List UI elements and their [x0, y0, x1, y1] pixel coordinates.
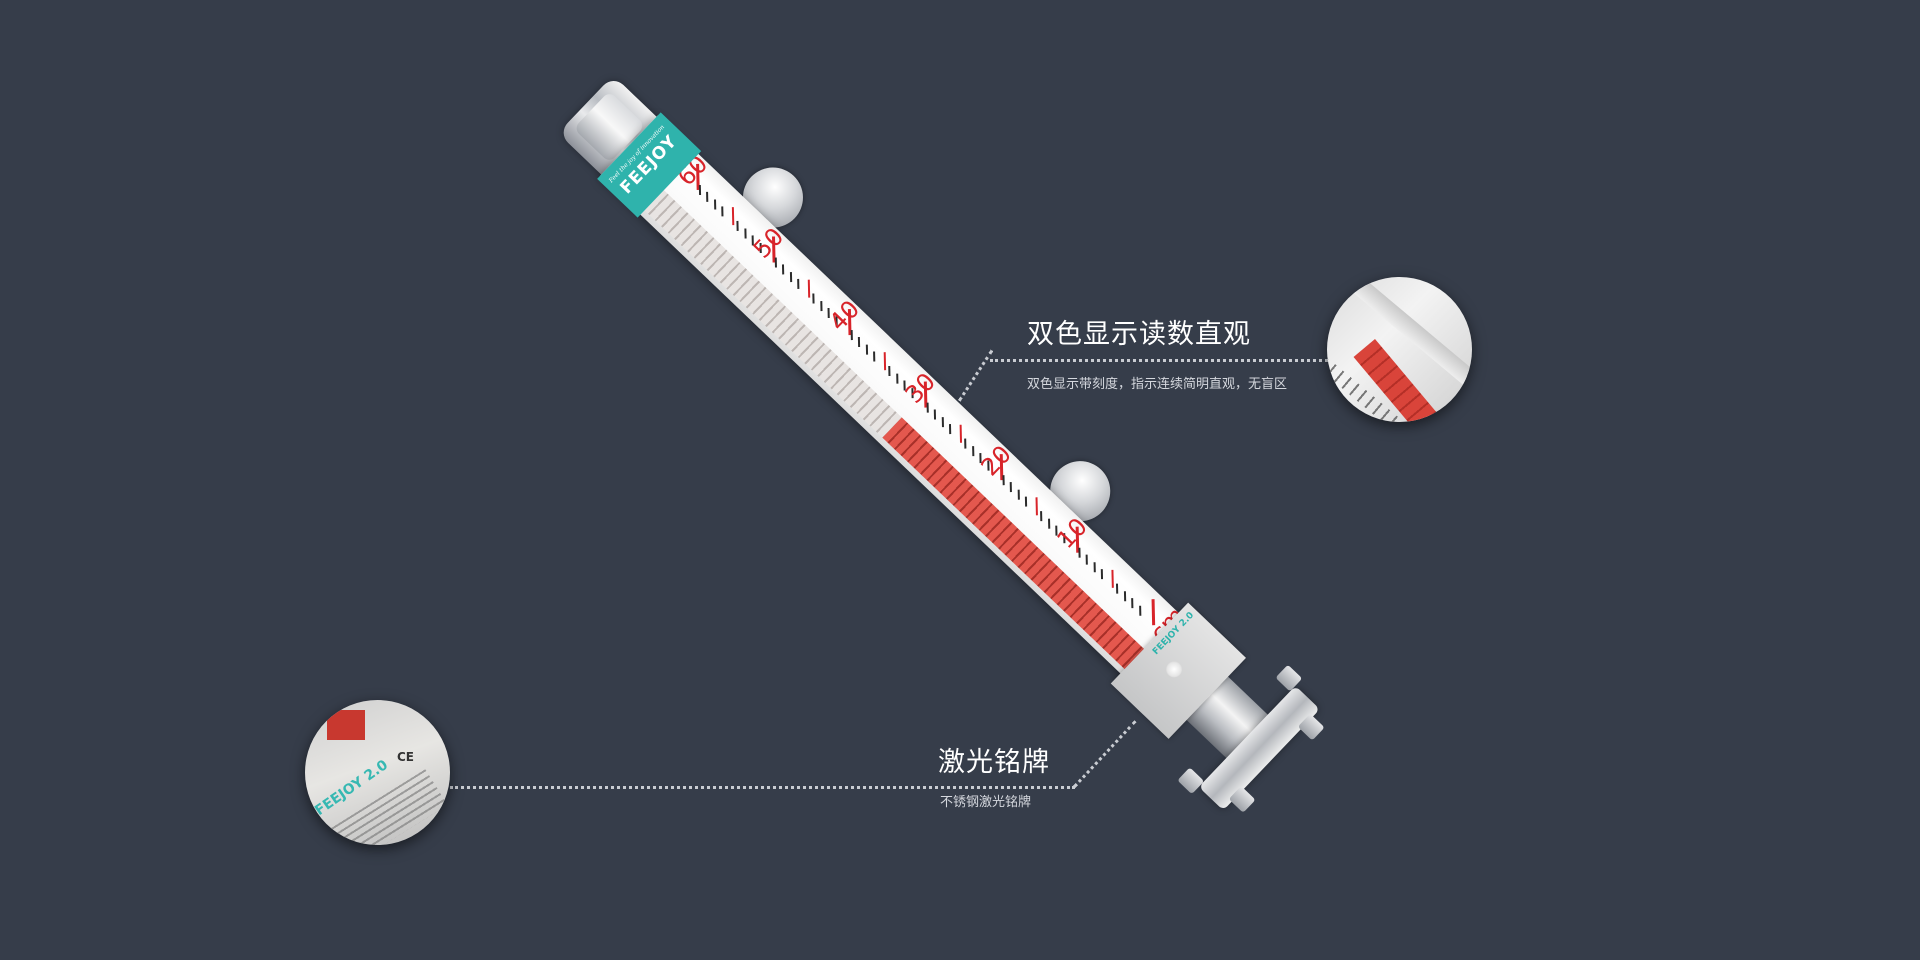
scale-tick [948, 424, 952, 435]
scale-tick [964, 438, 967, 449]
scale-tick [873, 351, 876, 362]
scale-tick [1047, 518, 1050, 529]
scale-tick [789, 271, 792, 282]
scale-tick [1035, 496, 1038, 515]
scale-tick [888, 365, 891, 377]
scale-tick [774, 257, 777, 268]
scale-tick [819, 300, 823, 311]
nameplate-light-reflection [1162, 658, 1186, 681]
flange-bolt [1177, 767, 1205, 795]
scale-tick [857, 336, 861, 348]
scale-tick [1123, 590, 1126, 601]
indicator-tube: 605040302010cm [599, 115, 1186, 681]
scale-tick [1002, 474, 1005, 485]
callout-2-leader-diagonal [1073, 720, 1137, 789]
flange-bolt [1275, 664, 1303, 692]
scale-tick [1024, 496, 1028, 507]
zoom-detail-nameplate: FEEJOY 2.0 CE [305, 700, 450, 845]
scale-label: 50 [747, 222, 790, 264]
scale-tick [865, 344, 868, 355]
callout-1-title: 双色显示读数直观 [1027, 319, 1251, 350]
detail-nameplate-text [322, 767, 448, 845]
callout-1-leader-diagonal [958, 349, 994, 402]
detail-red-flap [327, 710, 365, 740]
callout-2-leader-horizontal [450, 786, 1075, 789]
scale-tick [706, 191, 709, 202]
scale-tick [895, 373, 899, 384]
scale-label: 30 [899, 367, 942, 409]
scale-tick [1040, 511, 1043, 522]
scale-tick [971, 445, 974, 456]
scale-tick [807, 279, 810, 298]
scale-tick [1093, 561, 1096, 572]
callout-1-leader-horizontal [990, 359, 1328, 362]
scale-tick [1085, 554, 1088, 565]
callout-1-description: 双色显示带刻度，指示连续简明直观，无盲区 [1027, 377, 1288, 392]
scale-tick [812, 293, 815, 304]
scale-tick [883, 351, 886, 370]
scale-tick [926, 402, 929, 413]
scale-tick [1078, 547, 1081, 558]
scale-tick [797, 278, 800, 289]
scale-tick [850, 329, 853, 340]
scale-tick [698, 184, 701, 195]
scale-label: 20 [975, 440, 1017, 482]
scale-tick [1138, 605, 1141, 616]
scale-tick [736, 220, 739, 231]
scale-tick [1111, 569, 1114, 588]
scale-tick [933, 409, 937, 420]
scale-tick [1009, 482, 1012, 493]
scale-tick [713, 199, 716, 210]
scale-tick [941, 416, 944, 427]
scale-tick [731, 206, 734, 225]
scale-tick [1131, 598, 1134, 609]
scale-tick [959, 424, 962, 443]
zoom-detail-scale [1327, 277, 1472, 422]
callout-2-title: 激光铭牌 [938, 747, 1050, 778]
scale-tick [1100, 569, 1104, 580]
liquid-level-red-flaps [882, 417, 1152, 677]
magnetic-level-gauge: 605040302010cm FEEJOY Feel the joy of in… [557, 75, 1325, 813]
scale-tick [781, 264, 785, 275]
scale-tick [1017, 489, 1020, 500]
scale-tick [1115, 583, 1119, 594]
indicator-flaps [604, 151, 1152, 677]
scale-label: 40 [823, 294, 866, 337]
callout-2-description: 不锈钢激光铭牌 [940, 795, 1032, 810]
scale-tick [744, 228, 747, 239]
ce-mark-icon: CE [397, 750, 415, 764]
scale-tick [721, 206, 724, 217]
